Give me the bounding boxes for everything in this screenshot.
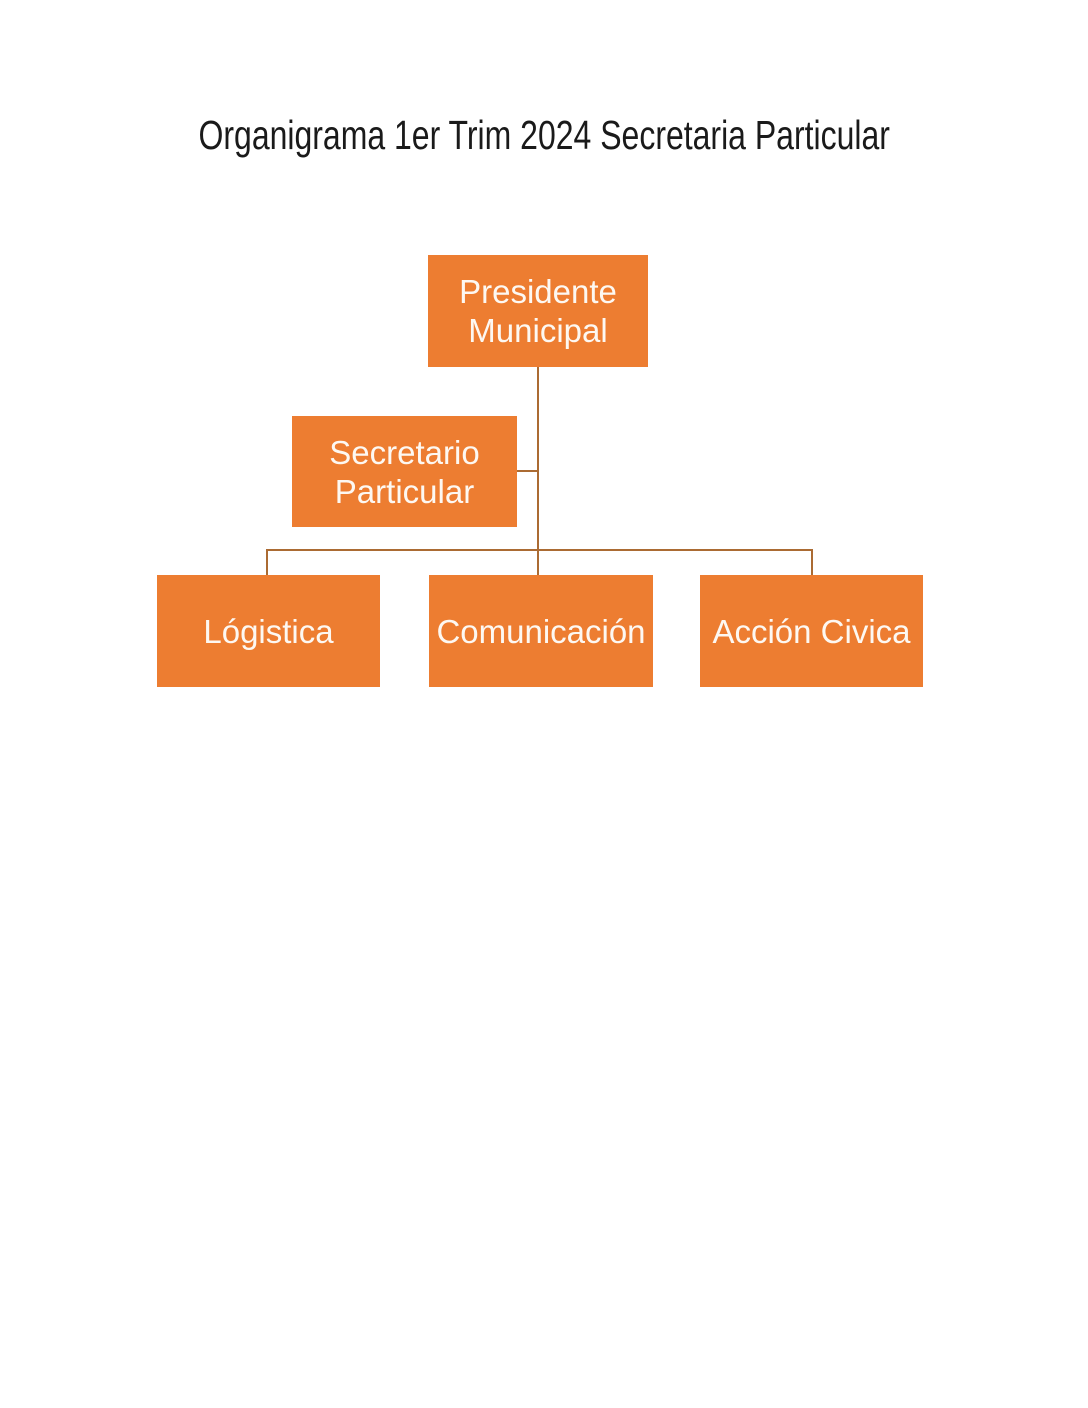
connector-vertical-center xyxy=(537,367,539,576)
connector-drop-left xyxy=(266,549,268,576)
org-node-label: Comunicación xyxy=(436,612,646,650)
org-node-label: Presidente Municipal xyxy=(459,273,617,349)
org-node-label: Secretario Particular xyxy=(329,433,480,510)
connector-assistant-stub xyxy=(517,470,538,472)
org-node-accion-civica: Acción Civica xyxy=(700,575,923,687)
page-title: Organigrama 1er Trim 2024 Secretaria Par… xyxy=(0,112,1088,159)
org-node-logistica: Lógistica xyxy=(157,575,380,687)
org-node-comunicacion: Comunicación xyxy=(429,575,653,687)
org-node-presidente-municipal: Presidente Municipal xyxy=(428,255,648,367)
org-node-label: Lógistica xyxy=(203,612,334,650)
org-node-secretario-particular: Secretario Particular xyxy=(292,416,517,527)
org-node-label: Acción Civica xyxy=(712,612,911,650)
connector-drop-right xyxy=(811,549,813,576)
page-title-text: Organigrama 1er Trim 2024 Secretaria Par… xyxy=(198,112,890,158)
connector-horizontal-rail xyxy=(266,549,813,551)
